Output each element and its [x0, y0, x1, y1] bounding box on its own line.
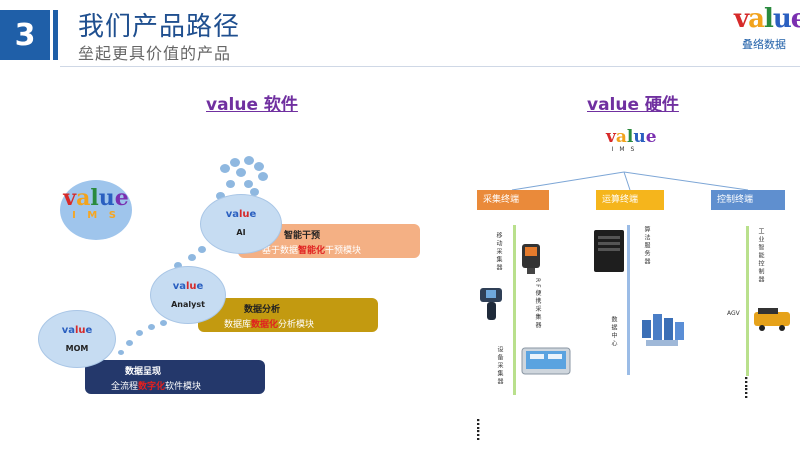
dot [148, 324, 155, 330]
dot [230, 158, 240, 167]
dot [198, 246, 206, 253]
brand-logo-wordmark: value [734, 4, 800, 34]
control-ellipsis: …… [742, 376, 756, 398]
dot [216, 192, 225, 200]
dot [250, 188, 259, 196]
brand-name: 叠络数据 [742, 38, 786, 51]
category-collect: 采集终端 [477, 190, 549, 210]
label-rf-collector: RF便携采集器 [534, 278, 541, 330]
bar-title: 数据分析 [244, 305, 281, 315]
section-number: 3 [0, 10, 58, 60]
bar-desc: 基于数据智能化干预模块 [262, 246, 362, 256]
circle-label: AI [236, 228, 246, 237]
software-heading: value 软件 [206, 95, 298, 115]
bar-title: 数据呈现 [125, 367, 162, 377]
ims-label: I M S [72, 210, 120, 221]
dot [258, 172, 268, 181]
bar-data-presentation: 数据呈现 全流程数字化软件模块 [85, 360, 265, 394]
dot [244, 180, 253, 188]
page-subtitle: 垒起更具价值的产品 [78, 44, 232, 63]
hardware-logo-wordmark: value [606, 127, 657, 147]
brand-logo: value 叠络数据 [734, 4, 800, 52]
collect-line [513, 225, 516, 395]
dot [136, 330, 143, 336]
label-industrial-controller: 工业智能控制器 [757, 228, 764, 284]
rf-scanner-icon [480, 288, 502, 320]
control-line [746, 226, 749, 376]
category-control: 控制终端 [711, 190, 785, 210]
compute-line [627, 225, 630, 375]
label-device-collector: 设备采集器 [496, 346, 503, 386]
circle-mom: value MOM [38, 310, 116, 368]
page-title: 我们产品路径 [78, 12, 241, 42]
dot [188, 254, 196, 261]
hardware-logo: value I M S [606, 127, 657, 153]
dot [174, 262, 182, 269]
server-icon [594, 230, 624, 272]
section-number-text: 3 [14, 17, 36, 53]
section-number-stripe [53, 10, 58, 60]
circle-ai: value AI [200, 194, 282, 254]
bar-desc: 数据库数据化分析模块 [224, 320, 315, 330]
dot [220, 164, 230, 173]
dot [126, 340, 133, 346]
agv-icon [754, 308, 790, 331]
label-algorithm-server: 算法服务器 [643, 226, 650, 266]
device-terminal-icon [521, 347, 571, 375]
bar-title: 智能干预 [284, 231, 321, 241]
label-mobile-collector: 移动采集器 [495, 232, 502, 272]
dot [118, 350, 124, 355]
mini-logo: value [225, 209, 257, 220]
hardware-heading: value 硬件 [587, 95, 679, 115]
mini-logo: value [172, 281, 204, 292]
bar-desc: 全流程数字化软件模块 [111, 382, 202, 392]
handheld-device-icon [522, 244, 540, 274]
data-center-icon [642, 314, 684, 346]
dot [236, 168, 246, 177]
circle-analyst: value Analyst [150, 266, 226, 324]
label-agv: AGV [727, 310, 740, 317]
circle-label: Analyst [171, 300, 205, 309]
dot [226, 180, 235, 188]
dot [254, 162, 264, 171]
category-compute: 运算终端 [596, 190, 664, 210]
bar-data-analysis: 数据分析 数据库数据化分析模块 [198, 298, 378, 332]
ims-logo-circle: value I M S [60, 180, 132, 240]
ims-logo-wordmark: value [63, 185, 129, 211]
hardware-ims-label: I M S [611, 146, 637, 153]
collect-ellipsis: …… [474, 418, 488, 440]
dot [244, 156, 254, 165]
mini-logo: value [61, 325, 93, 336]
circle-label: MOM [65, 344, 89, 353]
header-divider [60, 66, 800, 67]
label-data-center: 数据中心 [610, 316, 617, 348]
dot [160, 320, 167, 326]
